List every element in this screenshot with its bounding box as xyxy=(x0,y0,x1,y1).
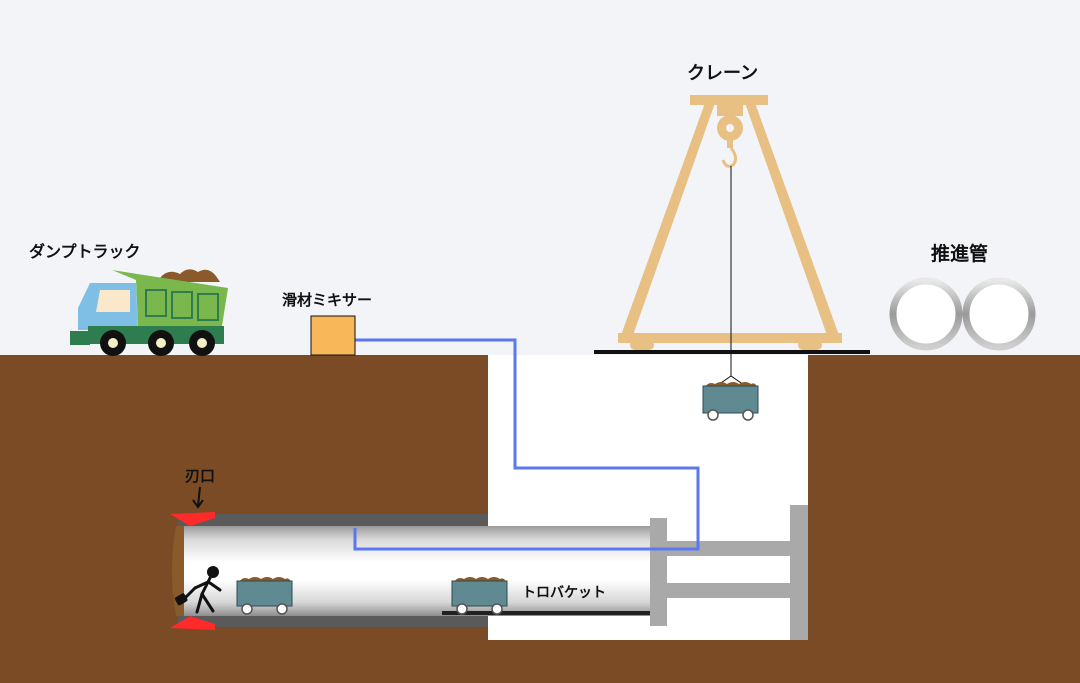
lubricant-pipe xyxy=(353,338,700,551)
worker-icon xyxy=(174,566,222,614)
cutting-edge-top xyxy=(170,512,215,526)
muck-cart-icon xyxy=(702,375,759,421)
label-muck-bucket: トロバケット xyxy=(522,585,606,601)
pipe-ring xyxy=(962,277,1036,351)
crane-foot-left xyxy=(630,340,654,350)
frame-beam-lower xyxy=(667,583,790,598)
crane xyxy=(618,95,842,376)
crane-foot-right xyxy=(798,340,822,350)
cutting-edge-bottom xyxy=(170,616,215,630)
truck-window xyxy=(96,290,130,312)
rail xyxy=(442,611,650,615)
label-dump-truck: ダンプトラック xyxy=(29,242,141,261)
truck-muck xyxy=(160,269,220,282)
label-cutting-edge: 刃口 xyxy=(185,467,215,485)
crane-top-beam xyxy=(690,95,768,105)
jacking-frame xyxy=(650,505,808,640)
label-mixer: 滑材ミキサー xyxy=(282,291,372,309)
lubricant-mixer xyxy=(310,315,356,356)
crane-leg-right xyxy=(745,103,840,338)
crane-base-line xyxy=(594,350,870,354)
crane-leg-left xyxy=(620,103,715,338)
muck-cart-icon xyxy=(236,577,293,615)
muck-cart-icon xyxy=(451,577,508,615)
crane-bottom-beam xyxy=(618,333,842,343)
label-pipes: 推進管 xyxy=(931,242,988,265)
truck-wheels xyxy=(100,330,215,356)
dump-truck-icon xyxy=(70,269,228,356)
jacking-pipes xyxy=(889,277,1036,351)
crane-hook-icon xyxy=(717,104,743,168)
label-crane: クレーン xyxy=(687,63,758,84)
truck-bumper xyxy=(70,331,90,345)
pipe-ring xyxy=(889,277,963,351)
arrow-down-icon xyxy=(192,486,204,509)
frame-post-right xyxy=(790,505,808,640)
frame-post-left xyxy=(650,518,667,626)
excavation-face xyxy=(172,526,184,616)
